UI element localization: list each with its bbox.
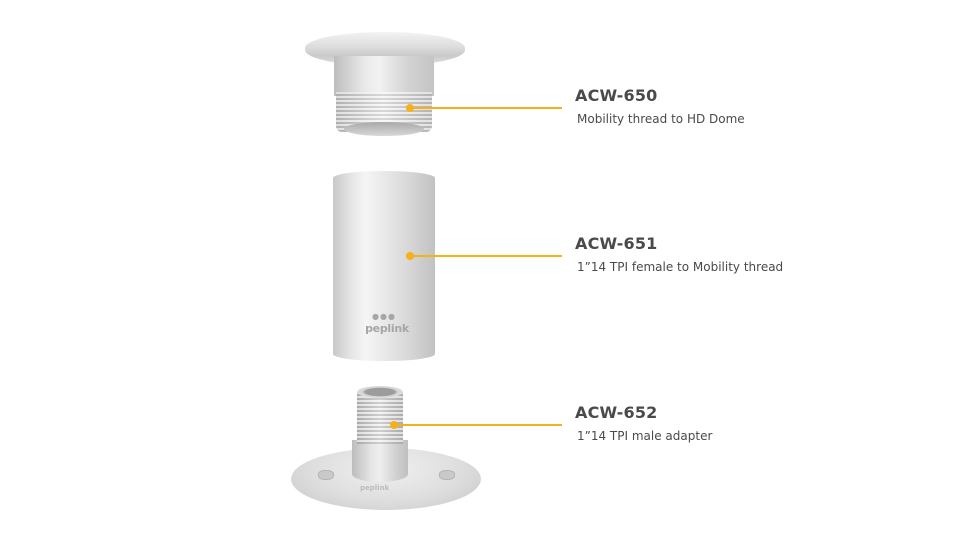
callout-line: [394, 424, 562, 426]
mounting-hole-icon: [439, 470, 455, 480]
callout-line: [410, 107, 562, 109]
part-description: 1”14 TPI female to Mobility thread: [577, 260, 784, 274]
part-description: Mobility thread to HD Dome: [577, 112, 745, 126]
part-code: ACW-652: [575, 403, 658, 422]
acw-652-thread: [357, 392, 403, 444]
acw-650-neck: [334, 56, 434, 96]
part-code: ACW-650: [575, 86, 658, 105]
peplink-logo-dots-icon: ●●●: [372, 312, 396, 321]
label-acw-650: ACW-650 Mobility thread to HD Dome: [575, 86, 745, 126]
label-acw-652: ACW-652 1”14 TPI male adapter: [575, 403, 712, 443]
acw-652-collar: [352, 440, 408, 482]
mounting-hole-icon: [318, 470, 334, 480]
label-acw-651: ACW-651 1”14 TPI female to Mobility thre…: [575, 234, 783, 274]
acw-651-logo: peplink: [365, 322, 409, 335]
acw-650-lip: [344, 122, 424, 136]
acw-652-thread-opening: [357, 386, 403, 398]
part-code: ACW-651: [575, 234, 658, 253]
part-description: 1”14 TPI male adapter: [577, 429, 713, 443]
acw-651-tube: [333, 171, 435, 361]
callout-line: [410, 255, 562, 257]
acw-652-logo: peplink: [360, 484, 390, 492]
